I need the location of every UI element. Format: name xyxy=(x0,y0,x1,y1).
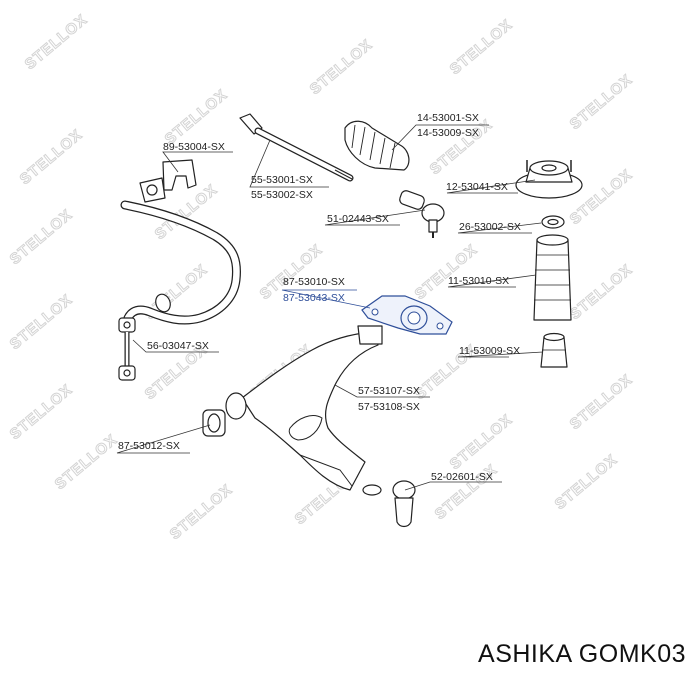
part-label: 56-03047-SX xyxy=(147,340,209,352)
part-label: 11-53009-SX xyxy=(459,345,520,357)
part-label: 51-02443-SX xyxy=(327,213,389,225)
stabilizer-bushing xyxy=(139,159,197,203)
watermark-text: STELLOX xyxy=(22,11,91,73)
rear-arm-bushing xyxy=(202,392,247,437)
watermark-text: STELLOX xyxy=(307,36,376,98)
watermark-text: STELLOX xyxy=(567,71,636,133)
watermark-text: STELLOX xyxy=(567,166,636,228)
watermark-text: STELLOX xyxy=(447,411,516,473)
part-label: 57-53107-SX xyxy=(358,385,420,397)
arm-bushing-bracket xyxy=(361,295,453,335)
watermark-text: STELLOX xyxy=(567,261,636,323)
part-code: GOMK03 xyxy=(578,640,686,668)
part-label: 14-53009-SX xyxy=(417,127,479,139)
watermark-text: STELLOX xyxy=(412,241,481,303)
part-label: 11-53010-SX xyxy=(448,275,509,287)
watermark-text: STELLOX xyxy=(167,481,236,543)
part-label: 52-02601-SX xyxy=(431,471,493,483)
part-label: 87-53012-SX xyxy=(118,440,180,452)
stabilizer-bar xyxy=(120,200,241,325)
part-labels: 89-53004-SX 55-53001-SX 55-53002-SX 14-5… xyxy=(118,112,521,483)
watermark-text: STELLOX xyxy=(7,291,76,353)
strut-boot xyxy=(533,234,572,321)
watermark-text: STELLOX xyxy=(162,86,231,148)
part-label: 89-53004-SX xyxy=(163,141,225,153)
stabilizer-link xyxy=(118,317,136,381)
watermark-text: STELLOX xyxy=(52,431,121,493)
strut-bearing xyxy=(541,215,565,229)
strut-mount xyxy=(515,160,583,199)
part-label-highlighted: 87-53043-SX xyxy=(283,292,345,304)
part-label: 57-53108-SX xyxy=(358,401,420,413)
part-label: 55-53002-SX xyxy=(251,189,313,201)
ball-joint xyxy=(362,480,416,528)
watermark-text: STELLOX xyxy=(447,16,516,78)
brand-name: ASHIKA xyxy=(478,640,572,668)
watermark-text: STELLOX xyxy=(552,451,621,513)
watermark-text: STELLOX xyxy=(7,381,76,443)
leader-lines xyxy=(116,124,544,491)
lower-control-arm xyxy=(241,325,383,491)
part-label: 12-53041-SX xyxy=(446,181,508,193)
part-label: 55-53001-SX xyxy=(251,174,313,186)
tie-rod-end xyxy=(399,190,445,238)
bump-stop xyxy=(540,332,568,368)
tie-rod xyxy=(239,113,354,182)
part-label: 14-53001-SX xyxy=(417,112,479,124)
watermark-text: STELLOX xyxy=(17,126,86,188)
watermark-text: STELLOX xyxy=(7,206,76,268)
part-label: 26-53002-SX xyxy=(459,221,521,233)
footer-part-code: ASHIKA GOMK03 xyxy=(478,640,686,669)
part-label: 87-53010-SX xyxy=(283,276,345,288)
steering-boot xyxy=(344,120,410,171)
watermark-text: STELLOX xyxy=(567,371,636,433)
